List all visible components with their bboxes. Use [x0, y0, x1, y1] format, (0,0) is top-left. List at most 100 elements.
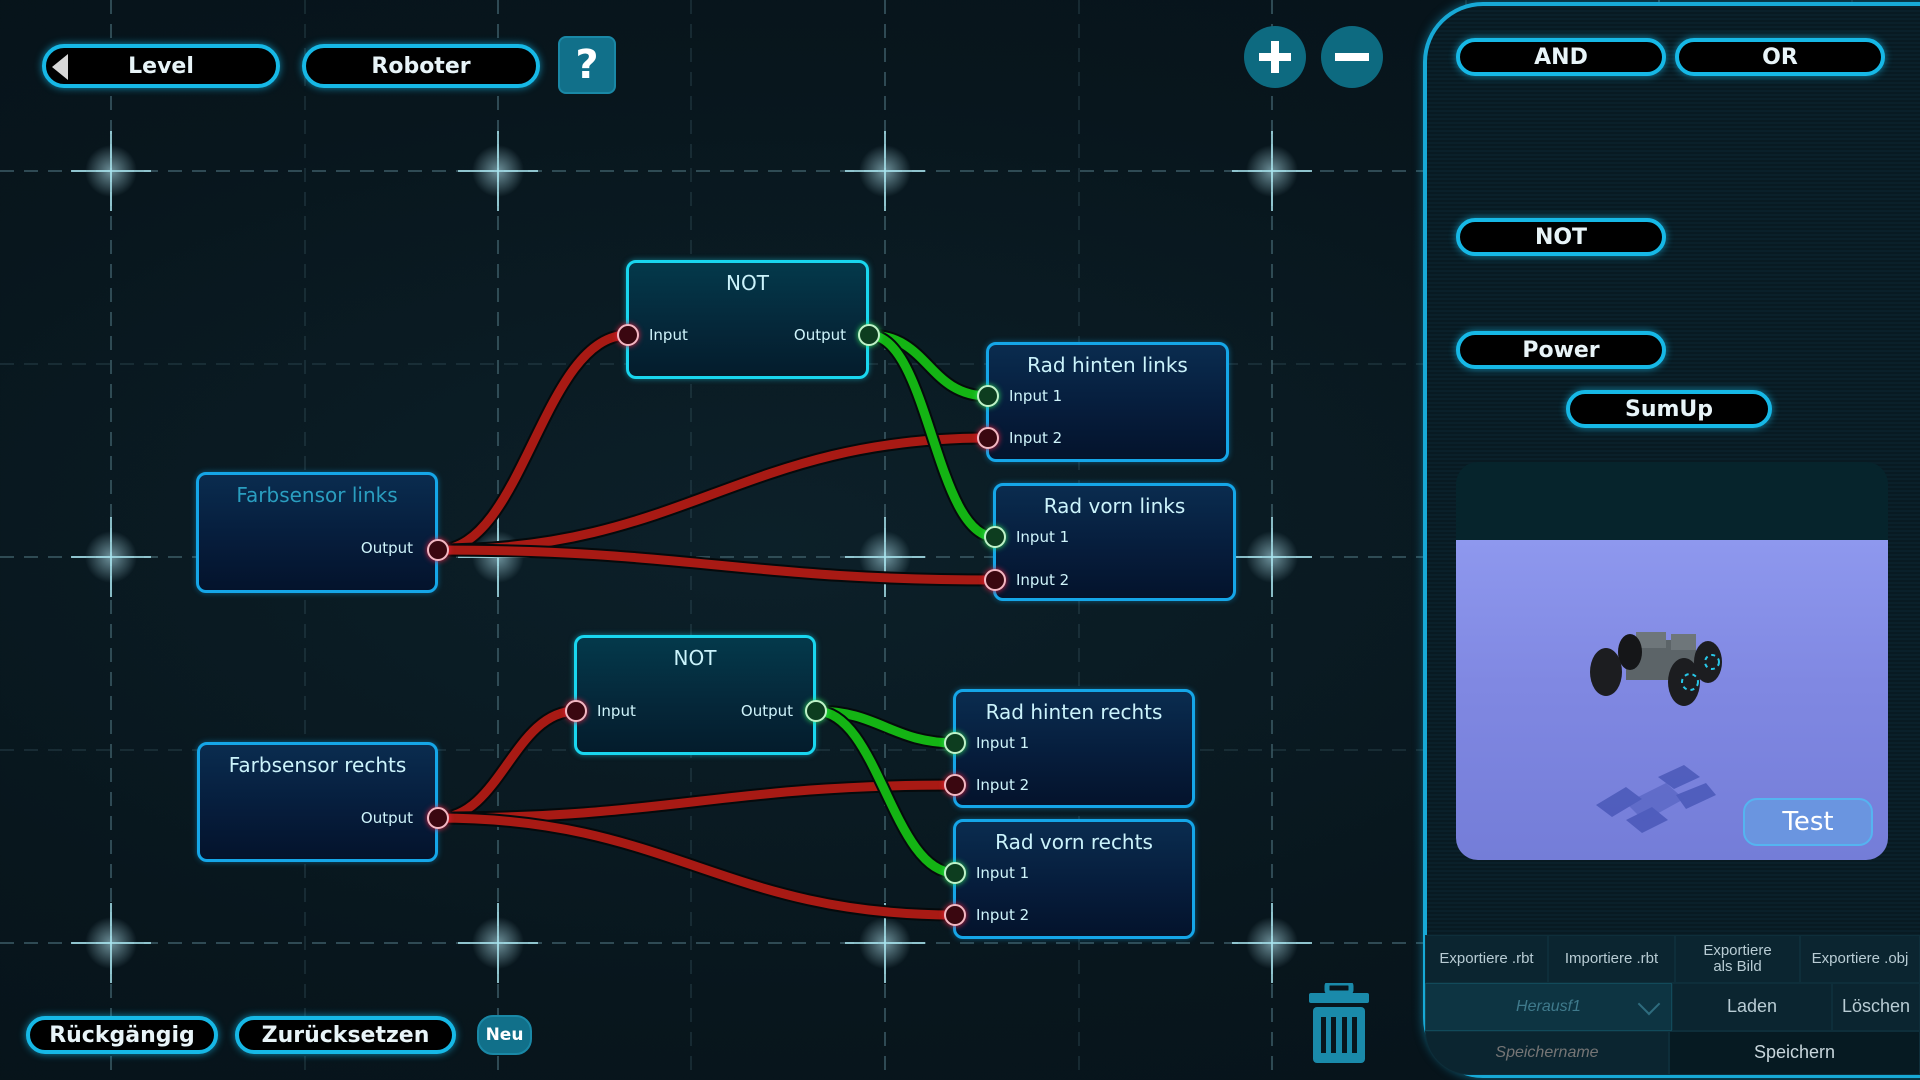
input-port[interactable]: [944, 774, 966, 796]
robot-model-icon: [1590, 632, 1722, 706]
test-button[interactable]: Test: [1743, 798, 1873, 846]
delete-button[interactable]: Löschen: [1832, 983, 1920, 1031]
node-title: Rad hinten rechts: [985, 700, 1163, 724]
preview-header: [1456, 462, 1888, 542]
robot-shadow-icon: [1596, 765, 1716, 833]
grid-cross-glow: [845, 517, 925, 597]
port-label: Input: [597, 702, 636, 720]
node-not-2[interactable]: NOT Input Output: [565, 635, 827, 755]
new-button-label: Neu: [485, 1025, 524, 1045]
port-label: Input 1: [1009, 387, 1063, 405]
node-wheel-back-left[interactable]: Rad hinten links Input 1 Input 2: [977, 342, 1229, 462]
node-wheel-back-right[interactable]: Rad hinten rechts Input 1 Input 2: [944, 689, 1195, 808]
palette-not-button[interactable]: NOT: [1456, 218, 1666, 256]
export-image-label: Exportiere als Bild: [1703, 941, 1772, 975]
export-rbt-button[interactable]: Exportiere .rbt: [1425, 935, 1548, 983]
port-label: Input 2: [976, 906, 1030, 924]
input-port[interactable]: [944, 862, 966, 884]
input-port[interactable]: [977, 427, 999, 449]
power-label: Power: [1522, 337, 1600, 363]
node-wheel-front-left[interactable]: Rad vorn links Input 1 Input 2: [984, 483, 1236, 601]
load-button[interactable]: Laden: [1672, 983, 1832, 1031]
input-port[interactable]: [984, 569, 1006, 591]
port-label: Input: [649, 326, 688, 344]
export-image-button[interactable]: Exportiere als Bild: [1675, 935, 1800, 983]
sumup-label: SumUp: [1624, 396, 1714, 422]
new-button[interactable]: Neu: [477, 1015, 532, 1055]
back-arrow-icon: [52, 54, 68, 80]
export-rbt-label: Exportiere .rbt: [1439, 949, 1534, 967]
level-button-label: Level: [128, 53, 194, 79]
grid-cross-glow: [845, 131, 925, 211]
save-label: Speichern: [1753, 1042, 1836, 1063]
undo-button[interactable]: Rückgängig: [26, 1016, 218, 1054]
node-sensor-left[interactable]: Farbsensor links Output: [196, 472, 449, 593]
output-port[interactable]: [805, 700, 827, 722]
grid-cross-glow: [1232, 517, 1312, 597]
zoom-out-button[interactable]: [1321, 26, 1383, 88]
grid-cross-glow: [1232, 903, 1312, 983]
test-button-label: Test: [1782, 807, 1834, 837]
robot-preview[interactable]: [1456, 540, 1888, 860]
grid-cross-glow: [71, 903, 151, 983]
node-title: NOT: [673, 646, 717, 670]
palette-or-button[interactable]: OR: [1675, 38, 1885, 76]
trash-icon[interactable]: [1307, 983, 1371, 1063]
port-label: Input 1: [976, 734, 1030, 752]
port-label: Output: [360, 809, 413, 827]
reset-button[interactable]: Zurücksetzen: [235, 1016, 456, 1054]
output-port[interactable]: [427, 539, 449, 561]
or-label: OR: [1762, 44, 1798, 70]
load-label: Laden: [1726, 996, 1778, 1017]
node-sensor-right[interactable]: Farbsensor rechts Output: [197, 742, 449, 862]
input-port[interactable]: [944, 904, 966, 926]
port-label: Input 2: [1016, 571, 1070, 589]
question-mark-icon: ?: [575, 42, 599, 88]
input-port[interactable]: [565, 700, 587, 722]
node-title: Rad hinten links: [1027, 353, 1188, 377]
node-not-1[interactable]: NOT Input Output: [617, 260, 880, 379]
output-port[interactable]: [427, 807, 449, 829]
palette-power-button[interactable]: Power: [1456, 331, 1666, 369]
input-port[interactable]: [984, 526, 1006, 548]
export-obj-button[interactable]: Exportiere .obj: [1800, 935, 1920, 983]
save-select[interactable]: Herausf1: [1425, 983, 1672, 1031]
input-port[interactable]: [944, 732, 966, 754]
port-label: Input 1: [976, 864, 1030, 882]
robot-button[interactable]: Roboter: [302, 44, 540, 88]
palette-and-button[interactable]: AND: [1456, 38, 1666, 76]
port-label: Output: [740, 702, 793, 720]
undo-button-label: Rückgängig: [49, 1022, 195, 1048]
robot-button-label: Roboter: [371, 53, 471, 79]
save-select-value: Herausf1: [1516, 998, 1581, 1016]
grid-cross-glow: [1232, 131, 1312, 211]
port-label: Input 1: [1016, 528, 1070, 546]
port-label: Output: [360, 539, 413, 557]
node-wheel-front-right[interactable]: Rad vorn rechts Input 1 Input 2: [944, 819, 1195, 939]
node-title: Farbsensor rechts: [228, 753, 407, 777]
input-port[interactable]: [977, 385, 999, 407]
grid-cross-glow: [458, 903, 538, 983]
port-label: Input 2: [976, 776, 1030, 794]
input-port[interactable]: [617, 324, 639, 346]
import-rbt-label: Importiere .rbt: [1564, 949, 1659, 967]
grid-cross-glow: [71, 517, 151, 597]
reset-button-label: Zurücksetzen: [261, 1022, 430, 1048]
save-name-input[interactable]: [1425, 1031, 1669, 1075]
and-label: AND: [1534, 44, 1588, 70]
port-label: Output: [793, 326, 846, 344]
save-button[interactable]: Speichern: [1669, 1031, 1920, 1075]
grid-cross-glow: [71, 131, 151, 211]
grid-cross-glow: [458, 131, 538, 211]
output-port[interactable]: [858, 324, 880, 346]
grid-cross-glow: [845, 903, 925, 983]
import-rbt-button[interactable]: Importiere .rbt: [1548, 935, 1675, 983]
palette-sumup-button[interactable]: SumUp: [1566, 390, 1772, 428]
delete-label: Löschen: [1841, 996, 1911, 1017]
not-label: NOT: [1534, 224, 1588, 250]
export-obj-label: Exportiere .obj: [1811, 949, 1909, 967]
grid-cross-glow: [458, 517, 538, 597]
help-button[interactable]: ?: [558, 36, 616, 94]
level-button[interactable]: Level: [42, 44, 280, 88]
zoom-in-button[interactable]: [1244, 26, 1306, 88]
